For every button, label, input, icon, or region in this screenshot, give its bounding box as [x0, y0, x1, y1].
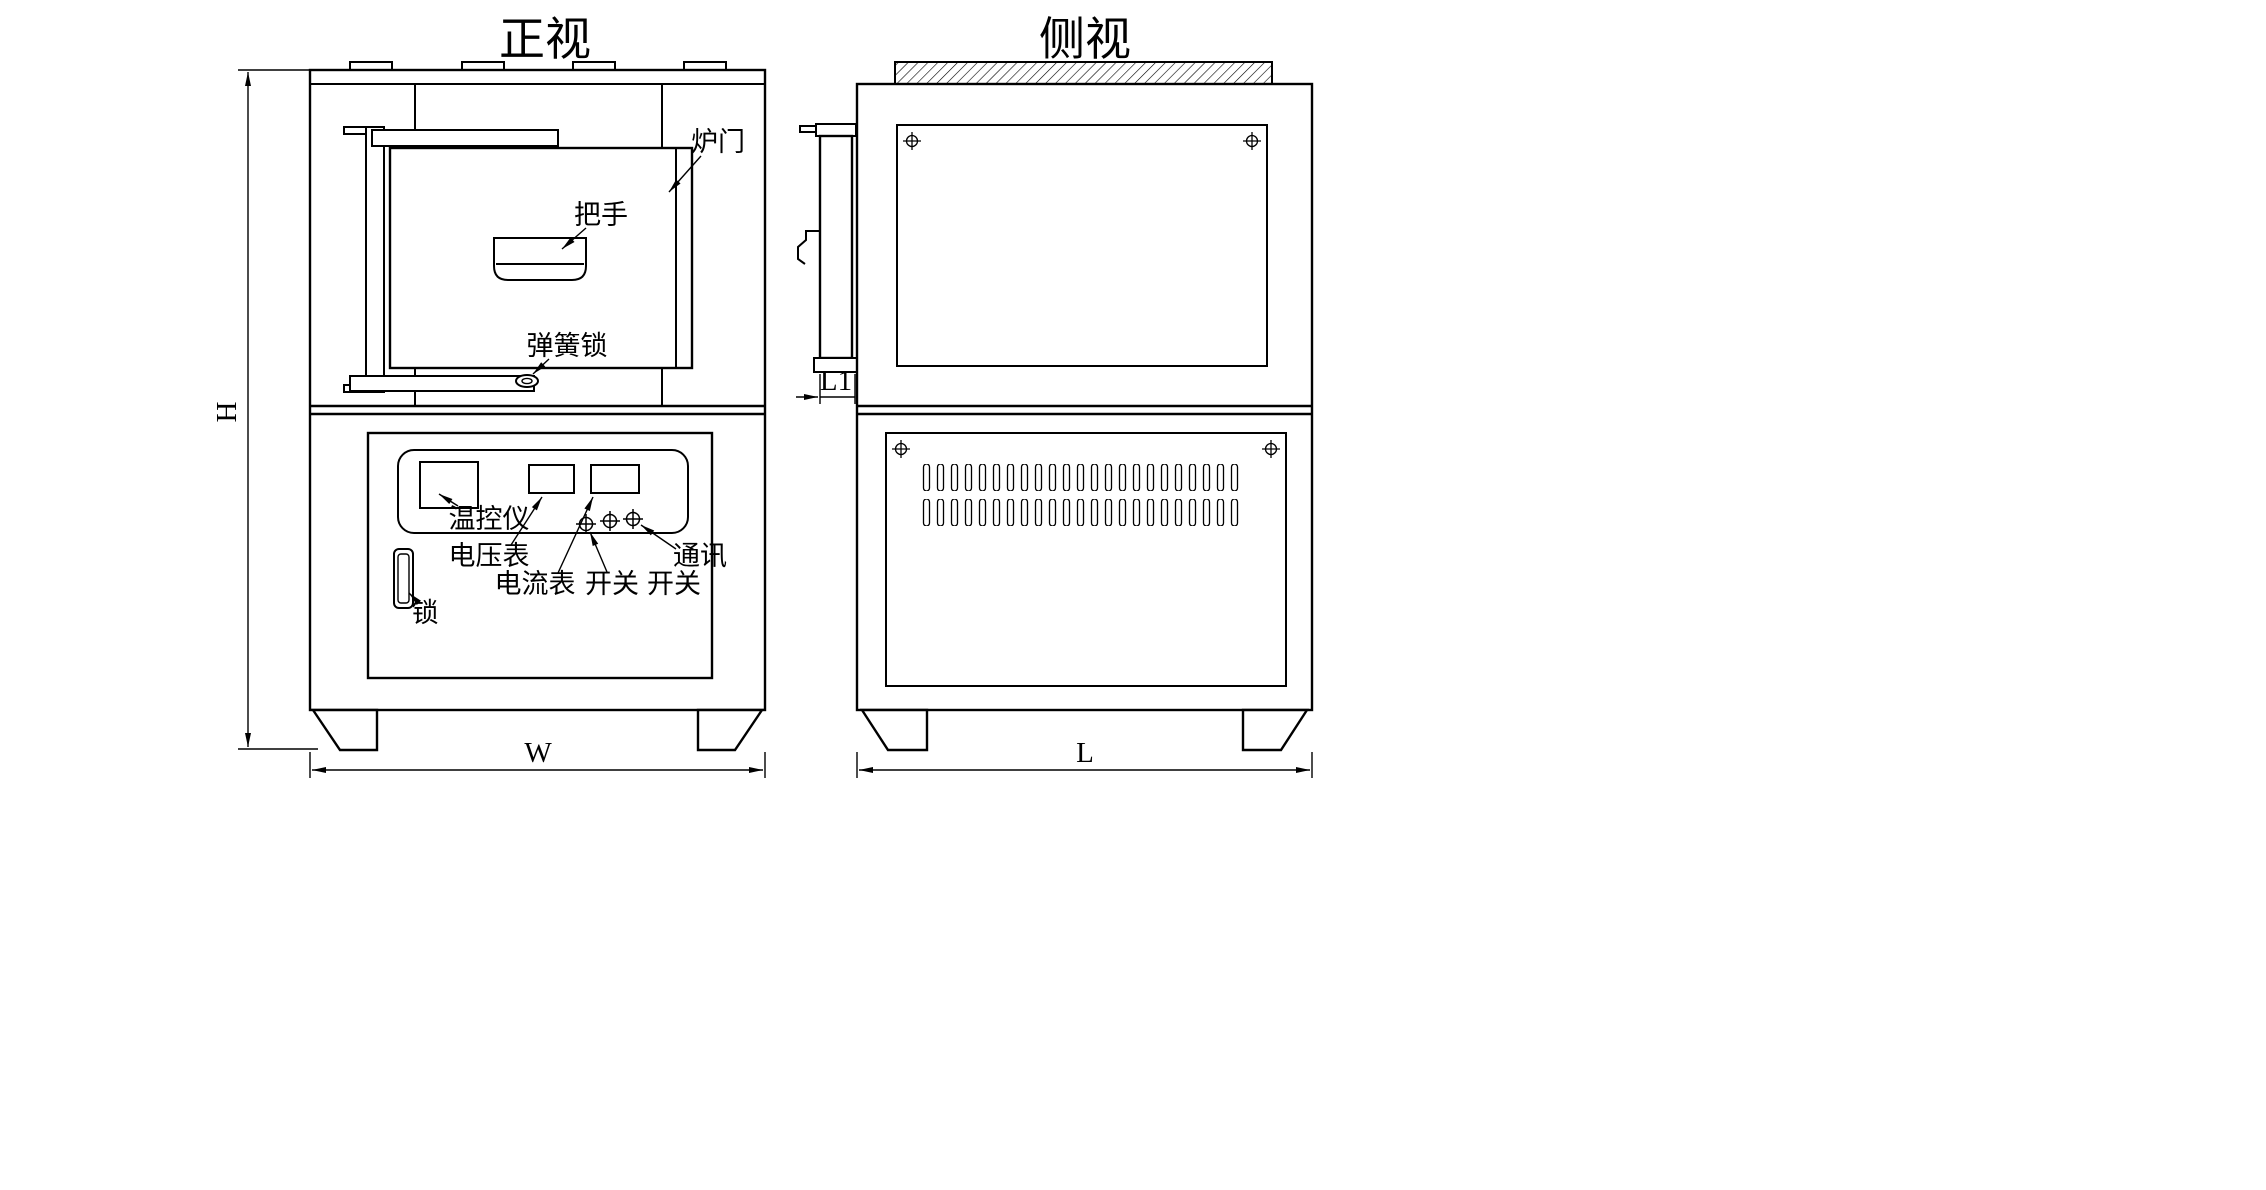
side-lower-panel [885, 432, 1287, 687]
top-fins [894, 61, 1273, 85]
side-door-top-tab [799, 125, 817, 133]
key-lock [393, 548, 414, 609]
side-legs [859, 708, 1310, 752]
furnace-door-panel [388, 146, 694, 370]
hinge-tab-top [343, 126, 367, 135]
ammeter-display [590, 464, 640, 494]
spring-lock [515, 374, 539, 388]
label-spring-lock: 弹簧锁 [527, 331, 608, 361]
front-right-leg [696, 708, 765, 752]
vent-slots-row-2 [920, 499, 1242, 526]
label-comm-bottom: 开关 [647, 569, 701, 599]
front-legs [310, 708, 765, 752]
control-panel [366, 431, 714, 680]
dim-height: H [211, 69, 318, 750]
door-rail-top [371, 129, 559, 147]
side-upper-panel-plate [896, 124, 1268, 367]
side-view: L1 [796, 61, 1314, 778]
front-left-leg [310, 708, 379, 752]
dim-width-label: W [524, 737, 552, 769]
dim-door-depth-label: L1 [820, 365, 852, 397]
side-door-panel [818, 134, 854, 360]
furnace-door-assembly [343, 126, 694, 393]
side-left-leg [859, 708, 929, 752]
door-rail-bottom [349, 375, 535, 392]
label-handle: 把手 [574, 200, 628, 230]
label-ammeter: 电流表 [495, 569, 576, 599]
front-callouts: 炉门 把手 弹簧锁 温控仪 电压表 电流表 开关 通讯 开关 锁 [408, 127, 745, 628]
door-handle [493, 237, 587, 281]
label-voltmeter: 电压表 [449, 541, 530, 571]
voltmeter-display [528, 464, 575, 494]
vent-slots-row-1 [920, 464, 1242, 491]
label-power-switch: 开关 [585, 569, 639, 599]
side-door-top-flange [815, 123, 857, 137]
label-furnace-door: 炉门 [691, 127, 745, 157]
label-lock: 锁 [412, 598, 439, 628]
dim-length: L [856, 737, 1313, 778]
side-upper-panel [896, 124, 1268, 367]
label-comm-top: 通讯 [673, 541, 727, 571]
dim-length-label: L [1076, 737, 1094, 769]
side-right-leg [1241, 708, 1310, 752]
door-hinge-bar [365, 126, 385, 393]
side-door [797, 123, 859, 373]
front-view: H [211, 61, 767, 778]
side-view-title: 侧视 [1039, 14, 1131, 65]
dim-height-label: H [211, 401, 243, 422]
side-door-handle [797, 230, 820, 265]
front-view-title: 正视 [499, 14, 591, 65]
label-temp-controller: 温控仪 [449, 504, 530, 534]
dim-width: W [309, 737, 766, 778]
